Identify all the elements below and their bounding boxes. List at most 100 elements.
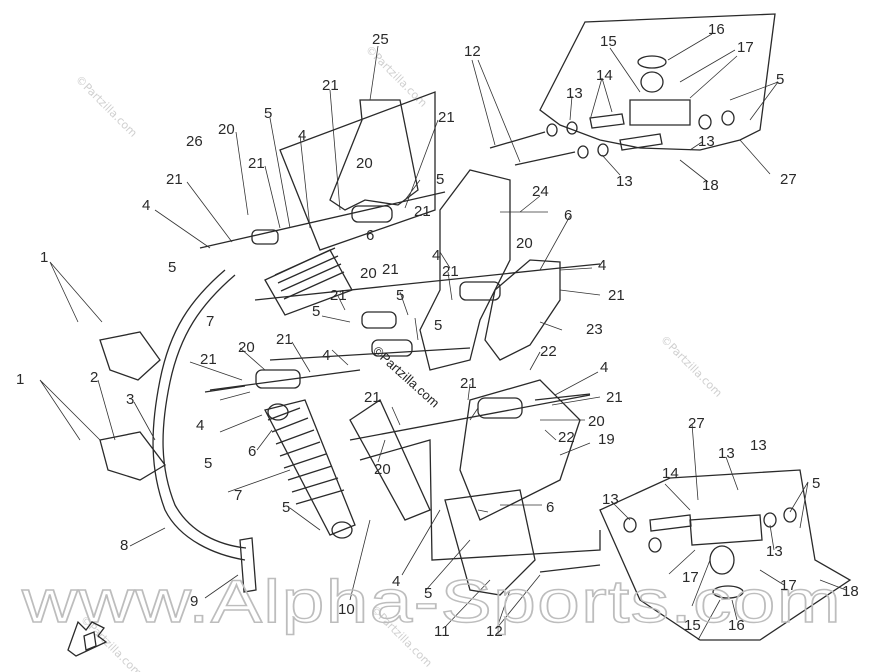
callout-20-c20c: 20 (516, 235, 533, 252)
bushing-lower-b (371, 339, 413, 357)
bushing-middle-a (361, 311, 397, 329)
callout-25-c25a: 25 (372, 31, 389, 48)
callout-21-c21d: 21 (166, 171, 183, 188)
bolt-12-upper-a (489, 131, 546, 149)
callout-5-c5h: 5 (204, 455, 212, 472)
lower-arm-10 (349, 399, 431, 521)
callout-2-c2a: 2 (90, 369, 98, 386)
callout-15-c15a: 15 (600, 33, 617, 50)
bottom-banner-watermark: www.Alpha-Sports.com (20, 567, 842, 635)
sleeve-14-upper-b (619, 133, 663, 151)
callout-21-c21h: 21 (608, 287, 625, 304)
sleeve-15-upper (640, 71, 664, 93)
leader-lines (39, 33, 847, 641)
washer-upper-2 (566, 121, 578, 135)
callout-21-c21a: 21 (322, 77, 339, 94)
callout-6-c6c: 6 (248, 443, 256, 460)
bar-clamp-upper (99, 331, 161, 381)
callout-23-c23a: 23 (586, 321, 603, 338)
callout-4-c4c: 4 (432, 247, 440, 264)
bushing-upper-a (251, 229, 279, 245)
callout-15-c15b: 15 (684, 617, 701, 634)
callout-20-c20g: 20 (374, 461, 391, 478)
callout-5-c5k: 5 (424, 585, 432, 602)
callout-21-c21j: 21 (276, 331, 293, 348)
lower-shock-body (264, 399, 356, 536)
lower-shock-bottom-eye (331, 521, 353, 539)
callout-3-c3a: 3 (126, 391, 134, 408)
callout-21-c21b: 21 (438, 109, 455, 126)
callout-19-c19a: 19 (598, 431, 615, 448)
callout-18-c18a: 18 (702, 177, 719, 194)
watermark-tile-3: ©Partzilla.com (658, 333, 725, 400)
cap-16-lower (712, 585, 744, 599)
lower-plate-11 (444, 489, 536, 596)
callout-5-c5f: 5 (396, 287, 404, 304)
upper-axle-line (234, 191, 446, 241)
pivot-tube-lower (689, 514, 763, 546)
callout-27-c27b: 27 (688, 415, 705, 432)
callout-18-c18b: 18 (842, 583, 859, 600)
bolt-12-upper-b (514, 151, 576, 166)
callout-14-c14b: 14 (662, 465, 679, 482)
upper-arm-frame-box (279, 91, 436, 251)
callout-21-c21i: 21 (330, 287, 347, 304)
callout-14-c14a: 14 (596, 67, 613, 84)
callout-5-c5e: 5 (312, 303, 320, 320)
callout-4-c4e: 4 (322, 347, 330, 364)
callout-12-c12b: 12 (486, 623, 503, 640)
washer-upper-4 (597, 143, 609, 157)
sleeve-14-lower (649, 514, 692, 532)
callout-leader-lines (39, 33, 847, 641)
callout-16-c16b: 16 (728, 617, 745, 634)
callout-17-c17c: 17 (780, 577, 797, 594)
callout-1-c1b: 1 (16, 371, 24, 388)
bar-clamp-lower (99, 431, 166, 481)
parts-linework (99, 13, 852, 641)
callout-20-c20d: 20 (360, 265, 377, 282)
callout-21-c21g: 21 (442, 263, 459, 280)
callout-20-c20f: 20 (588, 413, 605, 430)
rocker-plate-24 (419, 169, 511, 371)
bottom-banner-text: www.Alpha-Sports.com (21, 568, 842, 635)
callout-13-c13f: 13 (766, 543, 783, 560)
callout-21-c21c: 21 (248, 155, 265, 172)
pivot-axle-line (349, 394, 591, 441)
callout-5-c5d: 5 (168, 259, 176, 276)
washer-upper-1 (546, 123, 558, 137)
front-arrow-inner (83, 631, 97, 651)
callout-21-c21m: 21 (460, 375, 477, 392)
stabilizer-bar-8 (152, 269, 246, 561)
callout-7-c7a: 7 (206, 313, 214, 330)
callout-4-c4h: 4 (392, 573, 400, 590)
end-link-9 (239, 537, 257, 593)
callout-17-c17a: 17 (737, 39, 754, 56)
callout-21-c21k: 21 (200, 351, 217, 368)
callout-26-c26a: 26 (186, 133, 203, 150)
lower-shock-spring (267, 407, 345, 505)
callout-6-c6d: 6 (546, 499, 554, 516)
lower-shock-top-eye (267, 403, 289, 421)
callout-20-c20a: 20 (218, 121, 235, 138)
bolt-upper-left (199, 239, 236, 249)
callout-9-c9a: 9 (190, 593, 198, 610)
washer-upper-3 (577, 145, 589, 159)
bushing-upper-b (351, 205, 393, 223)
callout-5-c5a: 5 (776, 71, 784, 88)
callout-12-c12a: 12 (464, 43, 481, 60)
lower-bushing-group-frame (599, 469, 852, 641)
bolt-right-middle (559, 263, 601, 269)
callout-10-c10a: 10 (338, 601, 355, 618)
upper-damper-bellow (274, 247, 345, 300)
callout-4-c4f: 4 (600, 359, 608, 376)
callout-5-c5b: 5 (264, 105, 272, 122)
watermark-tile-1: ©Partzilla.com (73, 73, 140, 140)
callout-21-c21l: 21 (364, 389, 381, 406)
callout-20-c20e: 20 (238, 339, 255, 356)
callout-13-c13c: 13 (616, 173, 633, 190)
callout-21-c21f: 21 (382, 261, 399, 278)
front-direction-arrow-icon (67, 620, 108, 657)
callout-13-c13e: 13 (602, 491, 619, 508)
